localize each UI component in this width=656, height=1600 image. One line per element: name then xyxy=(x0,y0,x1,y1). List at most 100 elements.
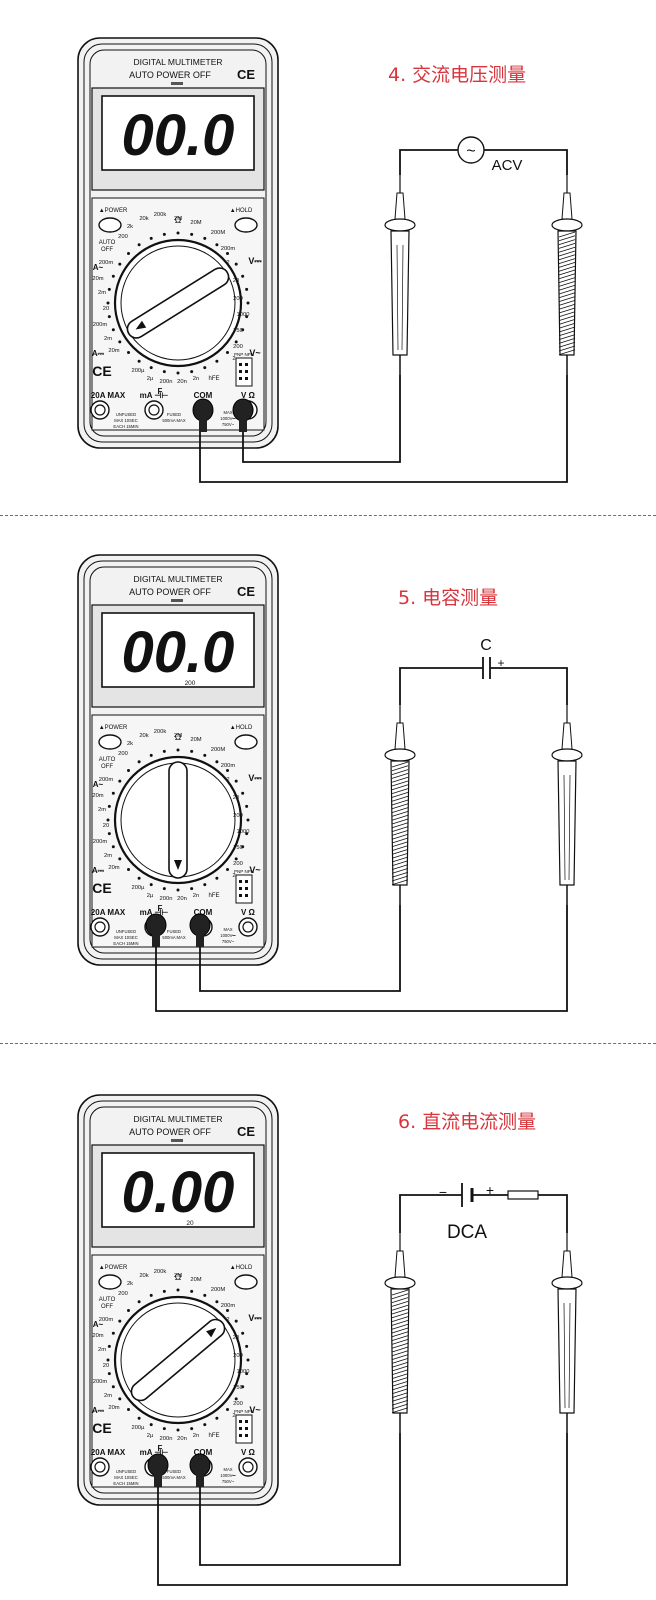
range-dot xyxy=(162,232,166,236)
probe-hatch xyxy=(391,1361,409,1368)
jack-label-20a: 20A MAX xyxy=(91,908,126,917)
acv-range-label: 200 xyxy=(233,344,243,350)
ac-source-symbol xyxy=(457,136,485,164)
probe-hatch xyxy=(391,765,409,772)
probe-hatch xyxy=(391,822,409,829)
probe-hatch xyxy=(558,303,576,310)
warning-text: 1000V⎓ xyxy=(220,933,236,938)
ma-plug xyxy=(145,913,167,937)
jack-label-com: COM xyxy=(194,391,213,400)
ohm-range-label: 20M xyxy=(190,1277,201,1283)
acv-range-label: 2 xyxy=(232,1413,235,1419)
probe-hatch xyxy=(558,315,576,321)
rotary-knob-rim xyxy=(120,245,236,361)
jack-label-vohm: V Ω xyxy=(241,391,256,400)
knob-arrow xyxy=(174,860,182,870)
input-jack-inner xyxy=(94,921,106,933)
power-button xyxy=(98,734,122,750)
range-dot xyxy=(118,262,122,266)
probe-hatch xyxy=(391,1365,409,1372)
probe-hatch xyxy=(391,841,409,848)
range-dot xyxy=(137,876,141,880)
ohm-symbol: Ω xyxy=(175,1272,182,1282)
hfe-pin xyxy=(239,880,242,883)
range-dot xyxy=(118,779,122,783)
com-plug-stem xyxy=(196,933,204,947)
range-dot xyxy=(137,359,141,363)
acv-range-label: 2 xyxy=(232,873,235,879)
range-dot xyxy=(246,818,250,822)
knob-pointer xyxy=(126,267,230,339)
brand-text: DIGITAL MULTIMETER xyxy=(133,57,222,67)
vohm-plug-stem xyxy=(239,418,247,432)
range-dot xyxy=(149,1293,153,1297)
ohm-range-label: 20k xyxy=(139,216,148,222)
power-button xyxy=(98,217,122,233)
ohm-range-label: 200 xyxy=(118,1291,128,1297)
range-dot xyxy=(127,1309,131,1313)
range-dot xyxy=(203,1293,207,1297)
range-dot xyxy=(234,1397,238,1401)
hfe-socket xyxy=(235,357,253,387)
range-dot xyxy=(118,340,122,344)
probe-hatch xyxy=(558,243,576,249)
dca-range-label: 20m xyxy=(108,348,119,354)
warning-text: UNFUSED xyxy=(116,1469,136,1474)
probe-hatch xyxy=(391,1396,409,1402)
cap-range-label: 20n xyxy=(177,1436,187,1442)
warning-text: MAX 10SEC xyxy=(114,1475,138,1480)
ohm-range-label: 2k xyxy=(127,224,133,230)
acv-range-label: 200 xyxy=(233,861,243,867)
input-jack-inner xyxy=(94,1461,106,1473)
black-lead xyxy=(199,905,401,992)
probe-hatch xyxy=(558,254,576,261)
probe-hatch xyxy=(558,307,576,314)
warning-text: 750V~ xyxy=(222,422,235,427)
probe-guard xyxy=(551,1276,583,1290)
warning-text: 500mA MAX xyxy=(162,1475,185,1480)
probe-hatch xyxy=(558,319,576,325)
ohm-range-label: 20k xyxy=(139,733,148,739)
ohm-symbol: Ω xyxy=(175,732,182,742)
probe-hatch xyxy=(391,1301,409,1307)
ohm-range-label: 200 xyxy=(118,751,128,757)
black-lead xyxy=(199,375,568,483)
jack-label-vohm: V Ω xyxy=(241,1448,256,1457)
range-dot xyxy=(241,845,245,849)
aca-range-label: 200m xyxy=(99,260,114,266)
circuit-wire xyxy=(399,1194,462,1233)
auto-power-text: AUTO POWER OFF xyxy=(129,70,211,80)
load-resistor xyxy=(507,1190,539,1200)
red-lead xyxy=(242,375,401,463)
aca-range-label: 200m xyxy=(99,777,114,783)
aca-function-label: A~ xyxy=(93,780,104,789)
probe-hatch xyxy=(391,1388,409,1395)
warning-text: UNFUSED xyxy=(116,412,136,417)
probe-hatch xyxy=(391,1297,409,1303)
power-button xyxy=(98,1274,122,1290)
ma-plug xyxy=(147,1453,169,1477)
rotary-knob-rim xyxy=(120,1302,236,1418)
probe-handle xyxy=(557,760,577,886)
probe-handle xyxy=(390,230,410,356)
probe-hatch xyxy=(558,338,576,344)
dca-function-label: A⎓ xyxy=(92,866,105,875)
hfe-socket-label: PNP NPN xyxy=(234,1409,254,1414)
range-dot xyxy=(225,769,229,773)
ohm-range-label: 200M xyxy=(211,1287,226,1293)
probe-hatch xyxy=(391,864,409,870)
probe-hatch xyxy=(391,773,409,779)
hfe-socket-label: PNP NPN xyxy=(234,869,254,874)
knob-arrow xyxy=(206,1327,217,1338)
lcd-screen xyxy=(101,1152,255,1228)
probe-hatch xyxy=(391,1323,409,1330)
acv-range-label: 200 xyxy=(233,1401,243,1407)
warning-text: EACH 15MIN xyxy=(113,424,138,429)
range-dot xyxy=(127,252,131,256)
lcd-screen xyxy=(101,612,255,688)
range-dot xyxy=(241,1331,245,1335)
